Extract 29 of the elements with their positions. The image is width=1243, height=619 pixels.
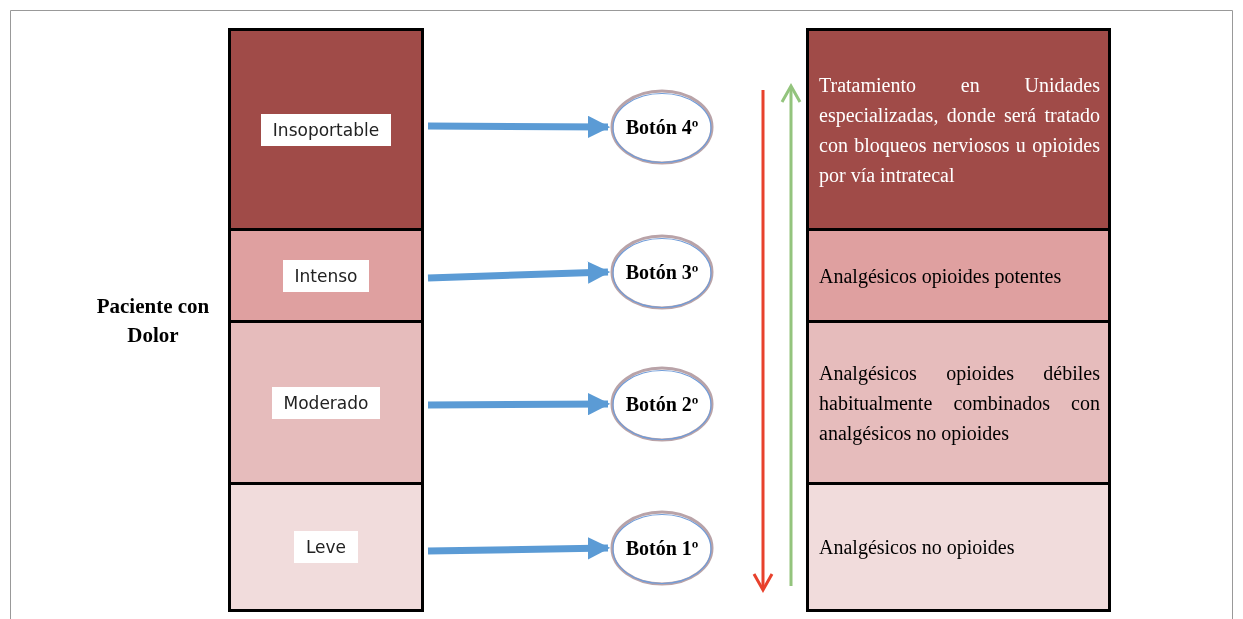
arrow [427,261,611,284]
severity-band [228,28,424,228]
step-label: Botón 2º [625,392,699,416]
treatment-box [806,320,1111,482]
step-ellipse [610,234,714,310]
treatment-box [806,28,1111,228]
arrow [427,392,611,416]
severity-label: Leve [293,531,359,563]
step-label: Botón 1º [625,536,699,560]
step-ellipse [610,366,714,442]
treatment-box [806,228,1111,320]
severity-label: Moderado [271,386,381,419]
arrow [427,115,611,139]
treatment-text: Analgésicos no opioides [819,535,1016,561]
step-ellipse [610,89,714,165]
patient-label: Paciente con Dolor [95,293,211,349]
step-label: Botón 3º [625,260,699,284]
step-ellipse [610,510,714,586]
severity-band [228,482,424,612]
treatment-text: Tratamiento en Unidades especializadas, donde será tratado con bloqueos nerviosos u opioides por vía intratecal [819,72,1100,189]
arrow [427,537,611,560]
severity-label: Insoportable [260,113,392,146]
treatment-text: Analgésicos opioides débiles habitualmente combinados con analgésicos no opioides [819,360,1100,447]
treatment-text: Analgésicos opioides potentes [819,263,1063,290]
severity-band [228,228,424,320]
severity-band [228,320,424,482]
treatment-box [806,482,1111,612]
severity-label: Intenso [282,259,370,292]
step-label: Botón 4º [625,115,699,139]
